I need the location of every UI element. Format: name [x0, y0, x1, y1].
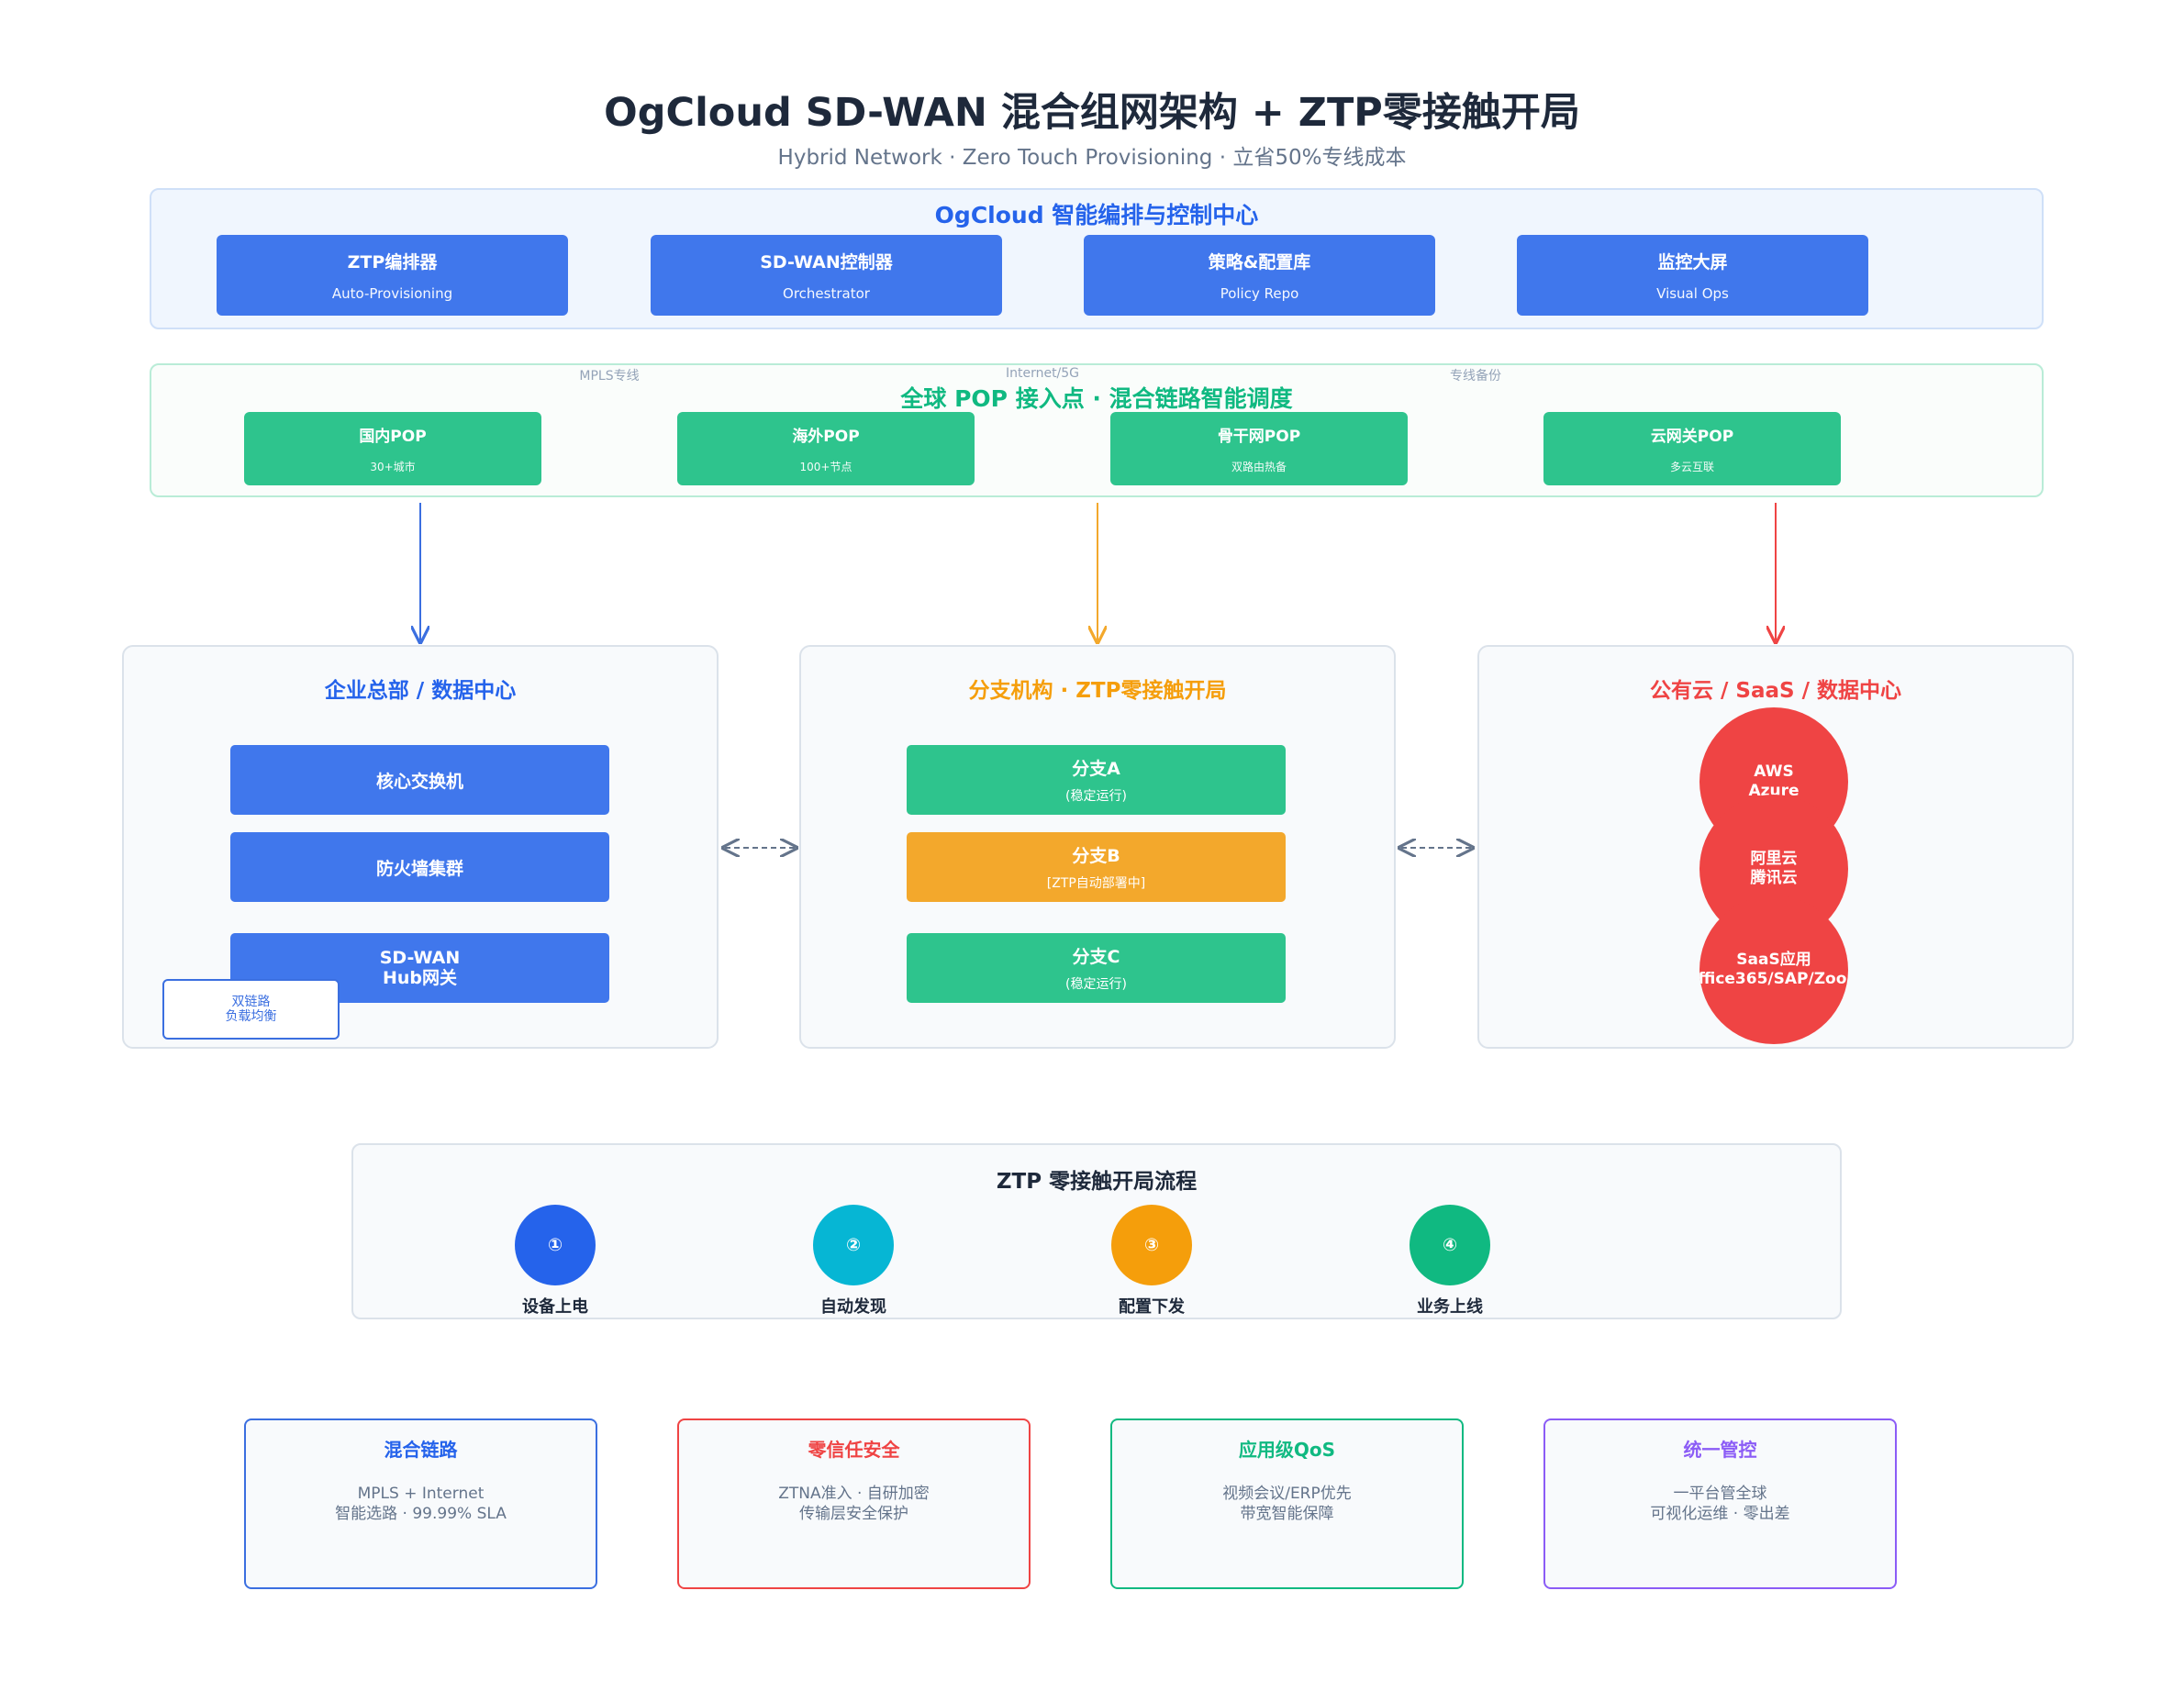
pop-backbone-card[interactable]: 骨干网POP 双路由热备	[1110, 412, 1408, 485]
ztp-flow-panel	[351, 1143, 1842, 1319]
ztp-flow-title: ZTP 零接触开局流程	[996, 1170, 1198, 1194]
feature-title: 混合链路	[384, 1439, 458, 1461]
firewall-cluster-node[interactable]: 防火墙集群	[230, 832, 609, 902]
card-title: 海外POP	[792, 428, 860, 446]
branch-c-node[interactable]: 分支C (稳定运行)	[907, 933, 1286, 1003]
card-title: ZTP编排器	[347, 252, 438, 273]
card-title: SD-WAN控制器	[760, 252, 893, 273]
feature-title: 零信任安全	[808, 1439, 900, 1461]
ztp-step-1-circle: ①	[515, 1205, 596, 1285]
branch-status: (稳定运行)	[1065, 789, 1127, 804]
branch-title: 分支A	[1072, 759, 1120, 779]
card-subtitle: Orchestrator	[783, 285, 870, 302]
branch-b-node[interactable]: 分支B [ZTP自动部署中]	[907, 832, 1286, 902]
feature-desc: 视频会议/ERP优先 带宽智能保障	[1222, 1485, 1352, 1523]
ztp-step-3-label: 配置下发	[1119, 1297, 1185, 1317]
branch-status: (稳定运行)	[1065, 977, 1127, 992]
card-title: 监控大屏	[1657, 252, 1728, 273]
ztp-step-2-circle: ②	[813, 1205, 894, 1285]
link-label-internet: Internet/5G	[1005, 366, 1080, 381]
control-center-title: OgCloud 智能编排与控制中心	[934, 202, 1259, 228]
feature-hybrid-link-card: 混合链路 MPLS + Internet 智能选路 · 99.99% SLA	[244, 1418, 597, 1589]
card-subtitle: 多云互联	[1669, 461, 1714, 473]
saas-apps-node[interactable]: SaaS应用 Office365/SAP/Zoom	[1699, 895, 1848, 1044]
branch-a-node[interactable]: 分支A (稳定运行)	[907, 745, 1286, 815]
branch-title: 分支C	[1072, 947, 1120, 967]
core-switch-node[interactable]: 核心交换机	[230, 745, 609, 815]
page-subtitle: Hybrid Network · Zero Touch Provisioning…	[777, 146, 1407, 170]
card-subtitle: 100+节点	[799, 461, 852, 473]
pop-cloud-gateway-card[interactable]: 云网关POP 多云互联	[1543, 412, 1841, 485]
feature-zero-trust-card: 零信任安全 ZTNA准入 · 自研加密 传输层安全保护	[677, 1418, 1031, 1589]
branch-title: 分支B	[1072, 846, 1120, 866]
card-subtitle: 双路由热备	[1231, 461, 1287, 473]
link-label-backup: 专线备份	[1450, 369, 1501, 384]
card-title: 骨干网POP	[1217, 428, 1301, 446]
ztp-step-1-label: 设备上电	[522, 1297, 588, 1317]
feature-title: 统一管控	[1683, 1439, 1757, 1461]
visual-ops-card[interactable]: 监控大屏 Visual Ops	[1517, 235, 1868, 316]
ztp-step-4-circle: ④	[1410, 1205, 1490, 1285]
pop-layer-title: 全球 POP 接入点 · 混合链路智能调度	[900, 385, 1293, 412]
policy-repo-card[interactable]: 策略&配置库 Policy Repo	[1084, 235, 1435, 316]
page-title: OgCloud SD-WAN 混合组网架构 + ZTP零接触开局	[604, 90, 1580, 136]
feature-desc: 一平台管全球 可视化运维 · 零出差	[1650, 1485, 1790, 1523]
card-subtitle: Visual Ops	[1656, 285, 1729, 302]
ztp-orchestrator-card[interactable]: ZTP编排器 Auto-Provisioning	[217, 235, 568, 316]
feature-title: 应用级QoS	[1238, 1439, 1336, 1461]
pop-overseas-card[interactable]: 海外POP 100+节点	[677, 412, 975, 485]
hq-site-title: 企业总部 / 数据中心	[324, 679, 517, 703]
pop-domestic-card[interactable]: 国内POP 30+城市	[244, 412, 541, 485]
feature-desc: MPLS + Internet 智能选路 · 99.99% SLA	[335, 1485, 507, 1523]
feature-unified-mgmt-card: 统一管控 一平台管全球 可视化运维 · 零出差	[1543, 1418, 1897, 1589]
sdwan-controller-card[interactable]: SD-WAN控制器 Orchestrator	[651, 235, 1002, 316]
ztp-step-3-circle: ③	[1111, 1205, 1192, 1285]
branch-site-title: 分支机构 · ZTP零接触开局	[968, 679, 1227, 703]
card-title: 策略&配置库	[1208, 252, 1311, 273]
ztp-step-4-label: 业务上线	[1417, 1297, 1483, 1317]
load-balance-badge: 双链路 负载均衡	[162, 979, 340, 1040]
branch-status: [ZTP自动部署中]	[1046, 876, 1146, 891]
card-title: 国内POP	[359, 428, 427, 446]
card-subtitle: 30+城市	[370, 461, 416, 473]
card-title: 云网关POP	[1650, 428, 1734, 446]
card-subtitle: Auto-Provisioning	[331, 285, 453, 302]
feature-qos-card: 应用级QoS 视频会议/ERP优先 带宽智能保障	[1110, 1418, 1464, 1589]
feature-desc: ZTNA准入 · 自研加密 传输层安全保护	[778, 1485, 930, 1523]
card-subtitle: Policy Repo	[1220, 285, 1299, 302]
link-label-mpls: MPLS专线	[579, 369, 640, 384]
cloud-site-title: 公有云 / SaaS / 数据中心	[1649, 679, 1901, 703]
ztp-step-2-label: 自动发现	[820, 1297, 886, 1317]
